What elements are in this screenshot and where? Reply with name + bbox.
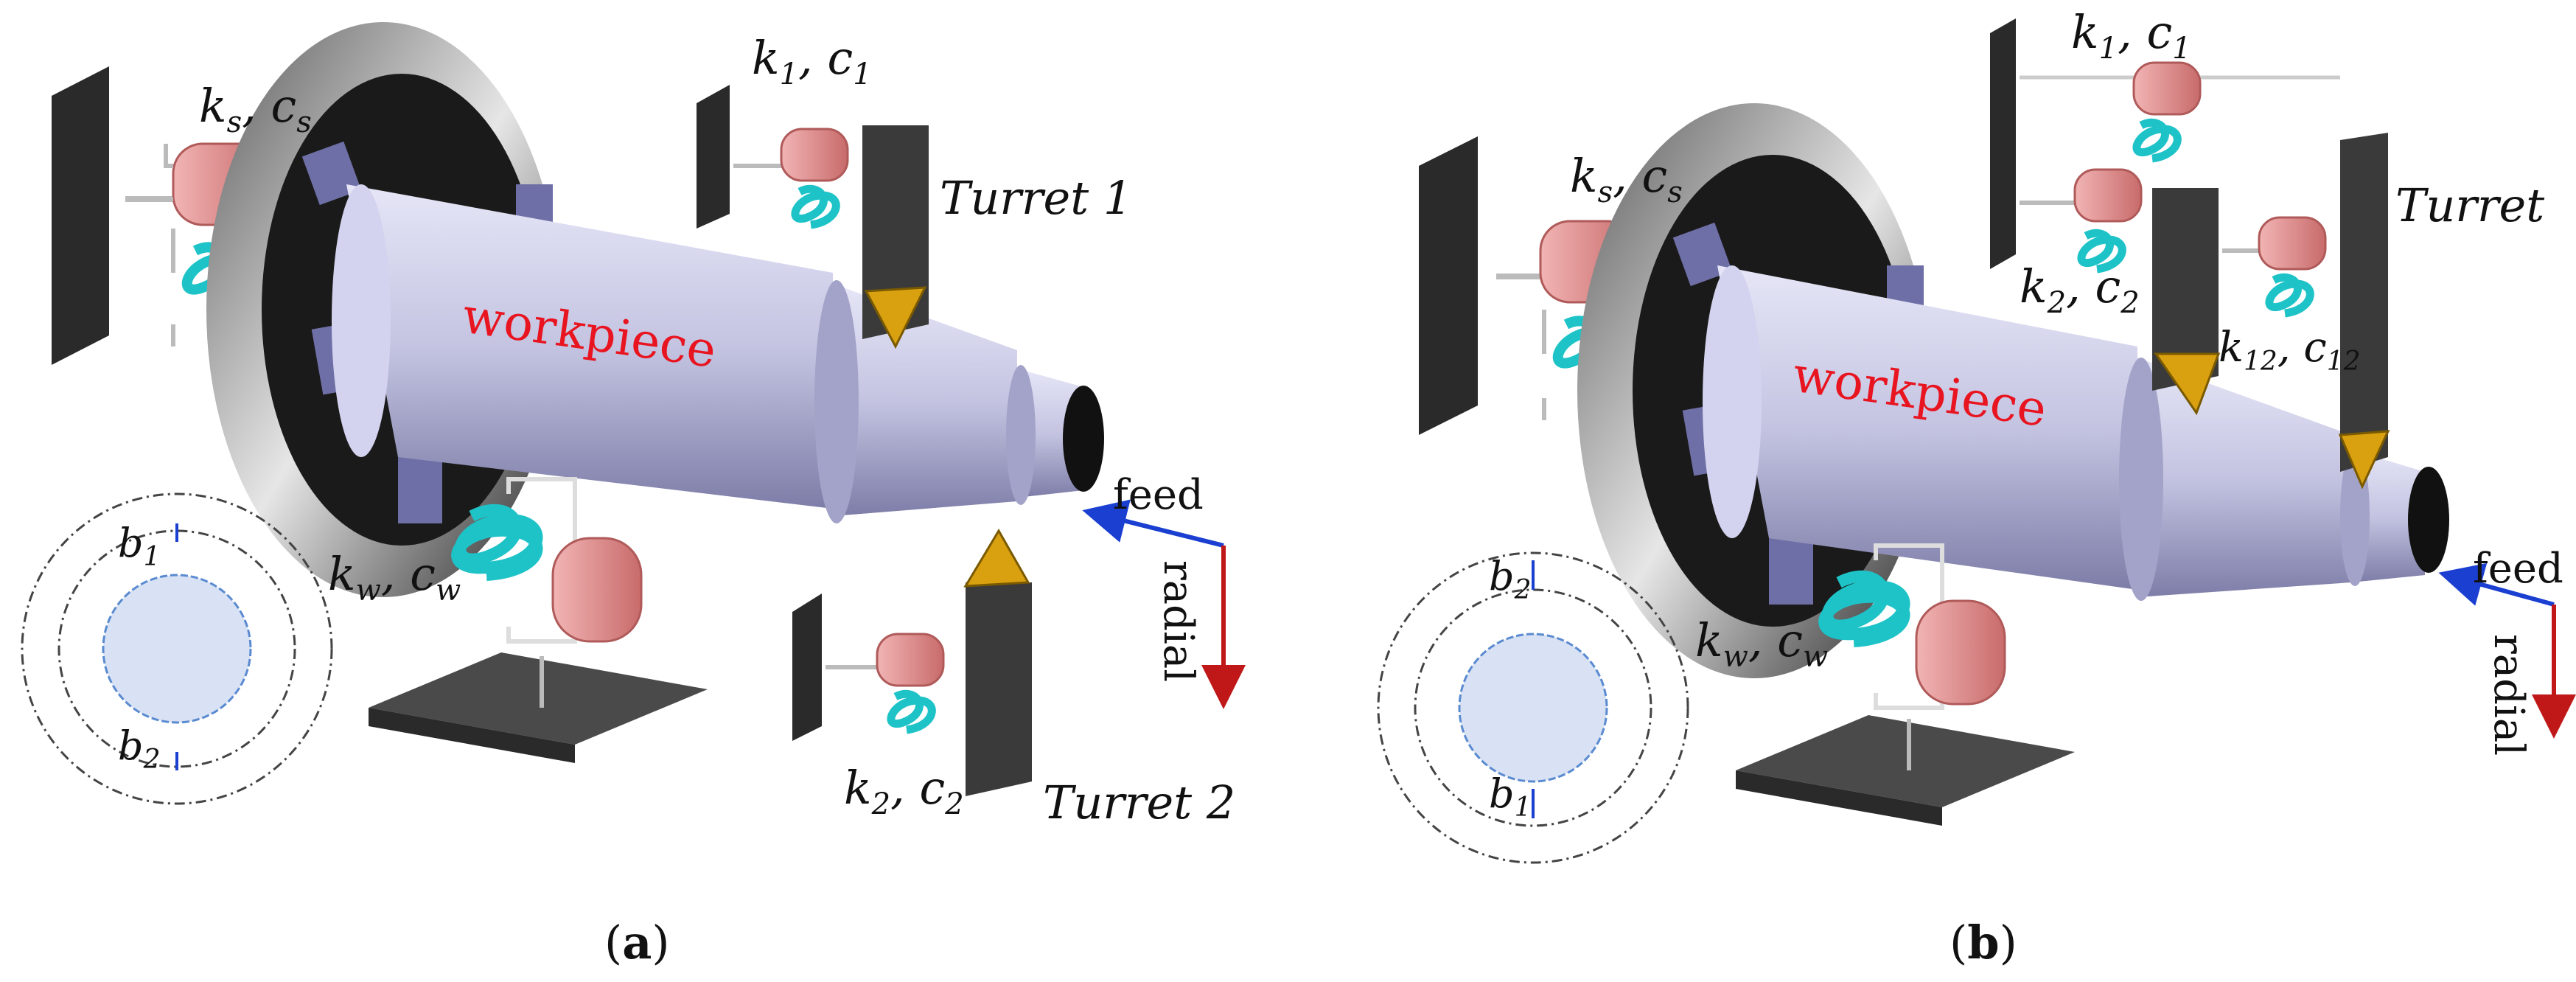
base-support	[369, 477, 708, 763]
tool-1	[864, 286, 927, 349]
panel-b: workpiece ks, cs k1, c1	[1377, 5, 2576, 969]
base-stiffness-label: kw, cw	[1695, 613, 1828, 674]
panel-a: workpiece ks, cs k1, c1 Turret 1	[21, 22, 1246, 969]
cross-section-bottom-label: b1	[1489, 770, 1531, 823]
feed-arrow	[2438, 563, 2555, 607]
turret-1-stiffness-label: k1, c1	[752, 31, 872, 91]
tool-2	[2338, 430, 2390, 490]
feed-arrow	[1082, 499, 1224, 548]
turret-2	[792, 529, 1032, 796]
tool-post-2	[2340, 133, 2388, 472]
turret-wall	[1990, 18, 2016, 269]
radial-label: radial	[2485, 634, 2533, 756]
turret-2-label: Turret 2	[1043, 776, 1235, 829]
turret-2-stiffness-label: k2, c2	[844, 761, 964, 821]
spindle-stiffness-label: ks, cs	[199, 79, 312, 139]
tool-post-1	[2152, 188, 2219, 391]
turret-k2-label: k2, c2	[2020, 260, 2140, 320]
turret-1	[697, 85, 929, 349]
turret-1-label: Turret 1	[940, 171, 1132, 225]
workpiece	[332, 184, 1104, 523]
caption-a: (a)	[604, 916, 670, 969]
turret	[1990, 18, 2390, 490]
turret-k1-label: k1, c1	[2071, 5, 2191, 66]
base-stiffness-label: kw, cw	[328, 547, 461, 607]
spindle-stiffness-label: ks, cs	[1570, 149, 1683, 209]
caption-b: (b)	[1950, 916, 2017, 969]
radial-label: radial	[1154, 560, 1202, 682]
turret-k12-label: k12, c12	[2219, 324, 2361, 377]
cross-section	[1377, 551, 1689, 864]
cross-section	[21, 492, 333, 805]
feed-label: feed	[1113, 471, 1204, 519]
cross-section-bottom-label: b2	[118, 722, 160, 775]
cross-section-top-label: b2	[1489, 553, 1531, 605]
tool-2	[963, 529, 1030, 588]
turret-label: Turret	[2395, 178, 2544, 232]
workpiece	[1703, 265, 2449, 601]
base-support	[1736, 543, 2075, 826]
tool-1	[2154, 352, 2221, 416]
spindle-wall	[1419, 136, 1478, 435]
spindle-wall	[52, 66, 109, 365]
cross-section-top-label: b1	[118, 520, 160, 572]
feed-label: feed	[2473, 545, 2563, 593]
